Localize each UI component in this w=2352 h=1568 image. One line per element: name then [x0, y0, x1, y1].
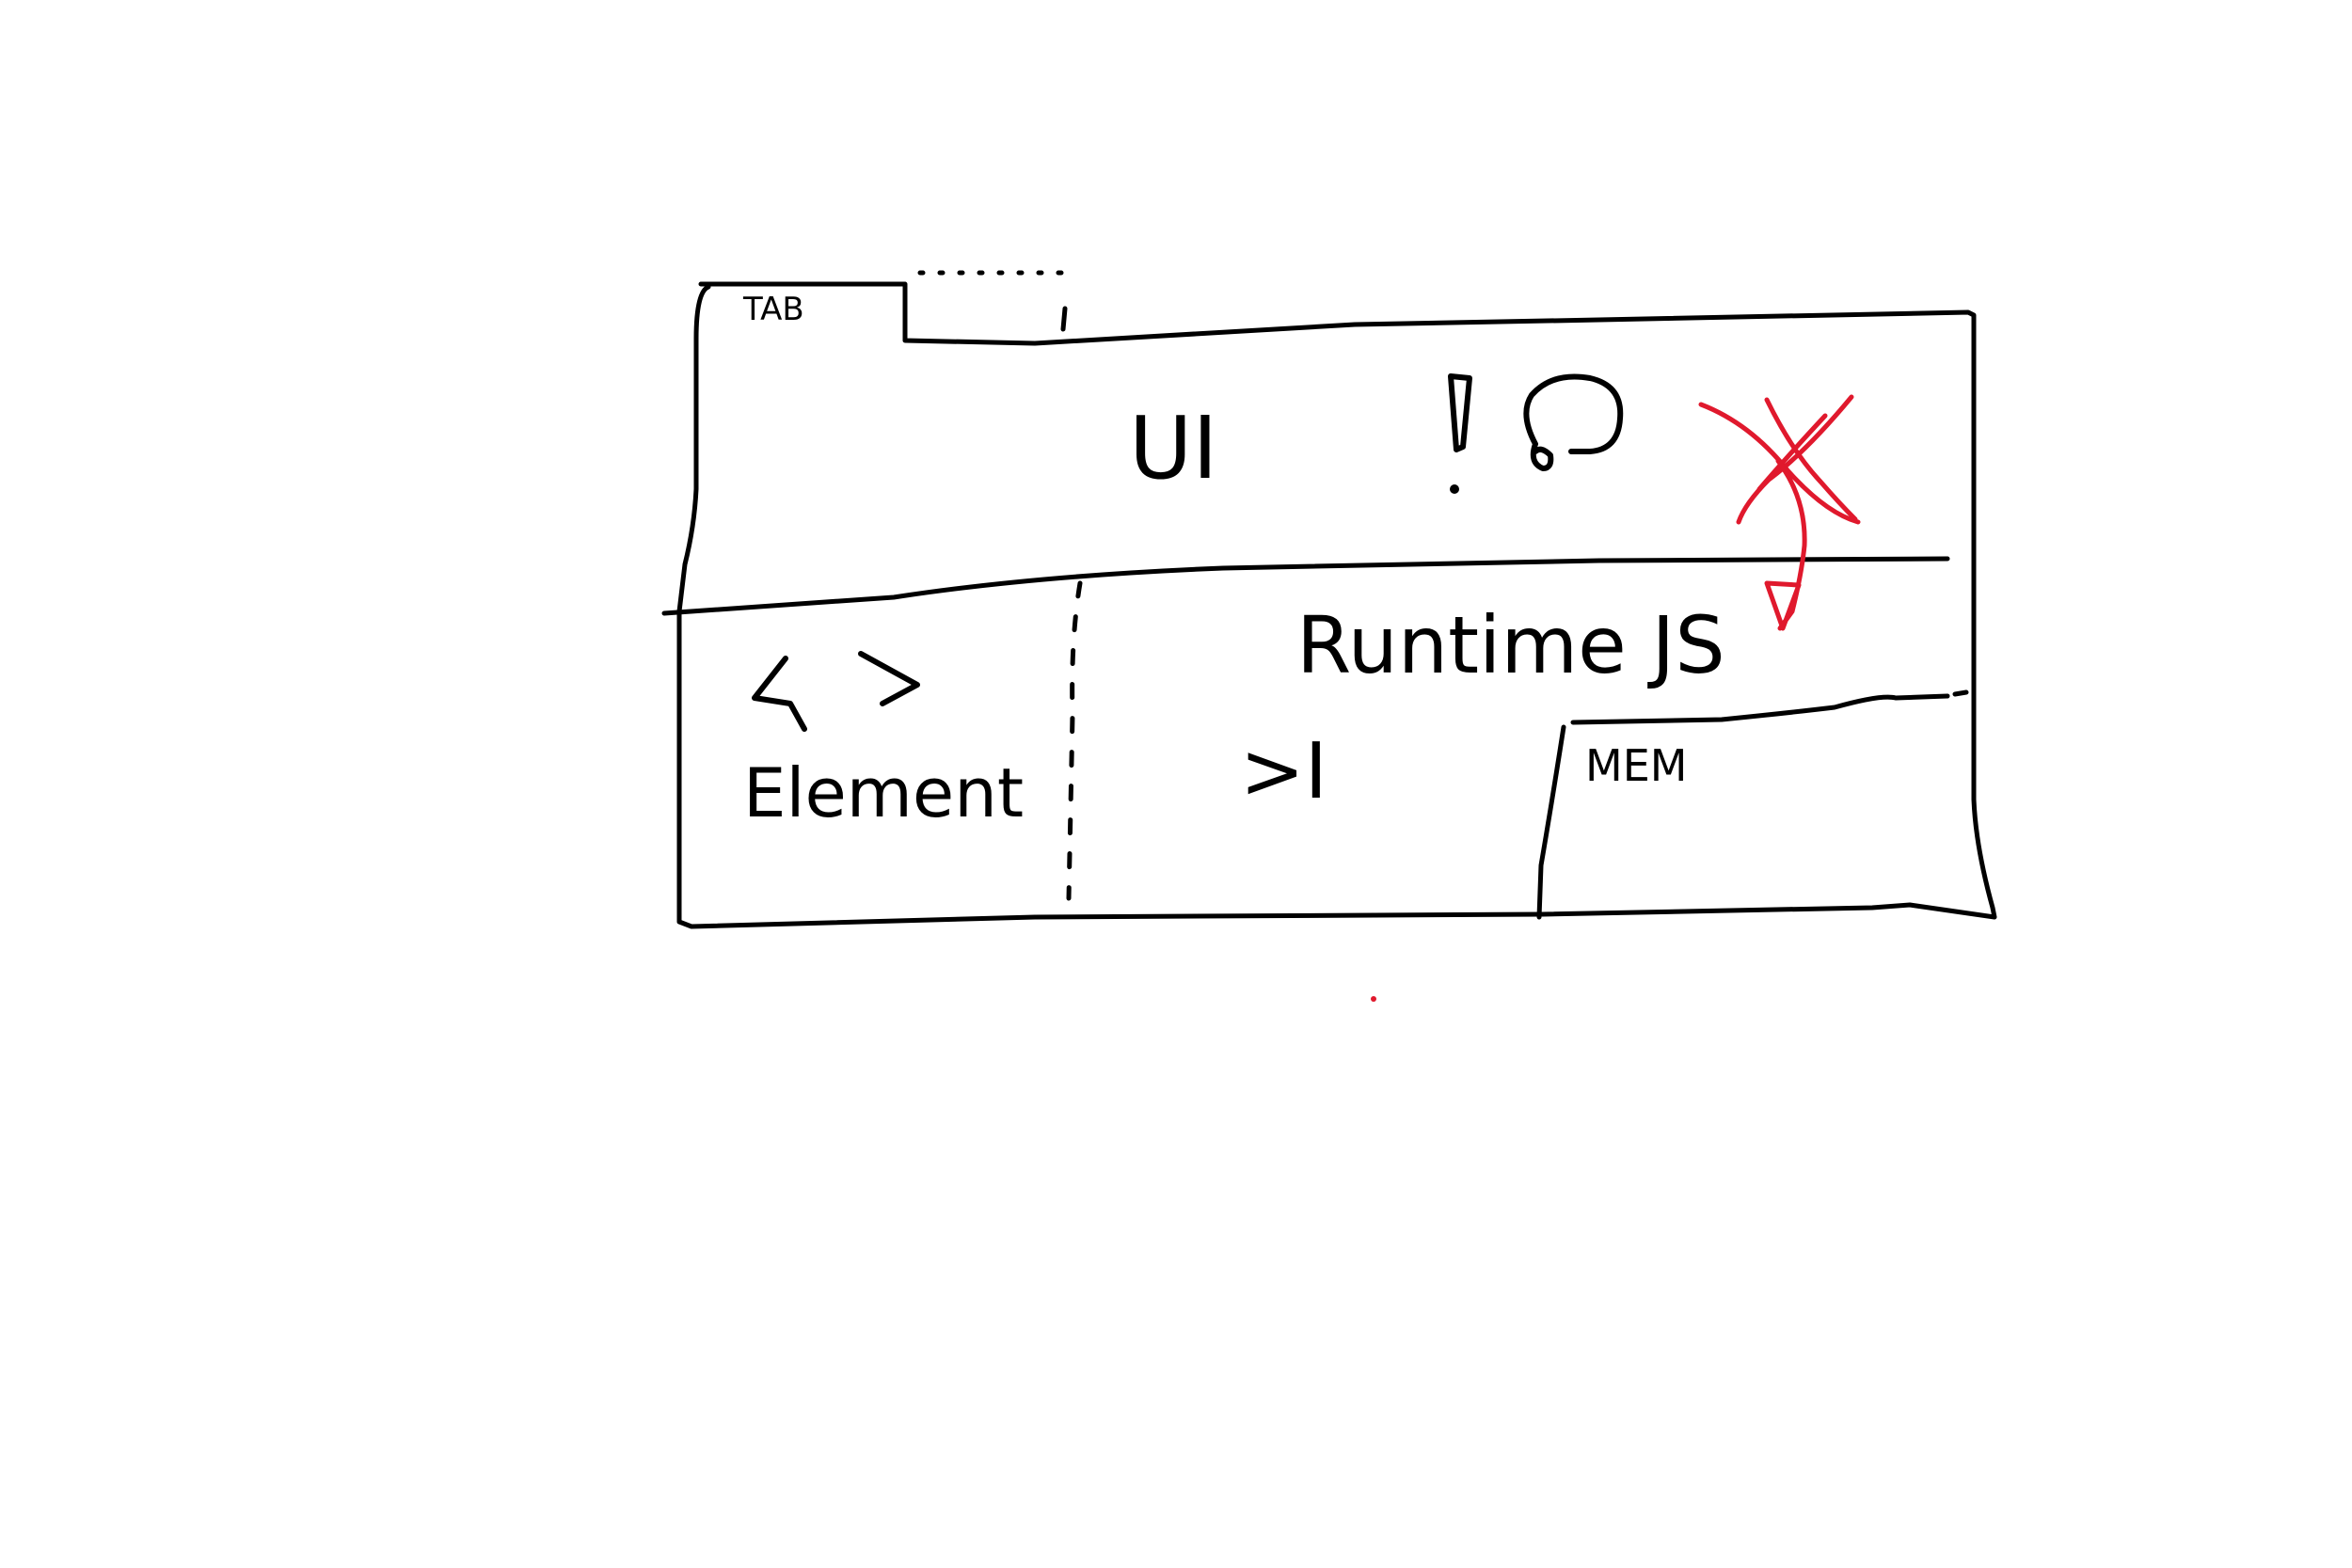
angle-brackets-icon: [752, 651, 920, 732]
runtime-panel-title: Runtime JS: [1296, 599, 1725, 691]
element-panel-label[interactable]: Element: [743, 753, 1024, 832]
window-frame: [676, 281, 1997, 929]
exclamation-icon[interactable]: [1448, 373, 1472, 494]
tab-divider: [1060, 306, 1068, 332]
move-arrow: [1764, 458, 1807, 631]
element-panel-divider: [1066, 580, 1083, 901]
red-dot: [1371, 996, 1376, 1002]
refresh-loop-icon[interactable]: [1523, 373, 1624, 471]
red-cross-icon[interactable]: [1698, 394, 1861, 525]
memory-panel-border: [1570, 689, 1969, 725]
memory-panel-label[interactable]: MEM: [1585, 740, 1687, 791]
ui-panel-label: UI: [1129, 398, 1217, 499]
memory-panel-left-edge: [1536, 724, 1566, 920]
console-prompt[interactable]: >I: [1240, 727, 1327, 816]
tab-label[interactable]: TAB: [742, 291, 804, 328]
panel-separator: [661, 556, 1950, 616]
